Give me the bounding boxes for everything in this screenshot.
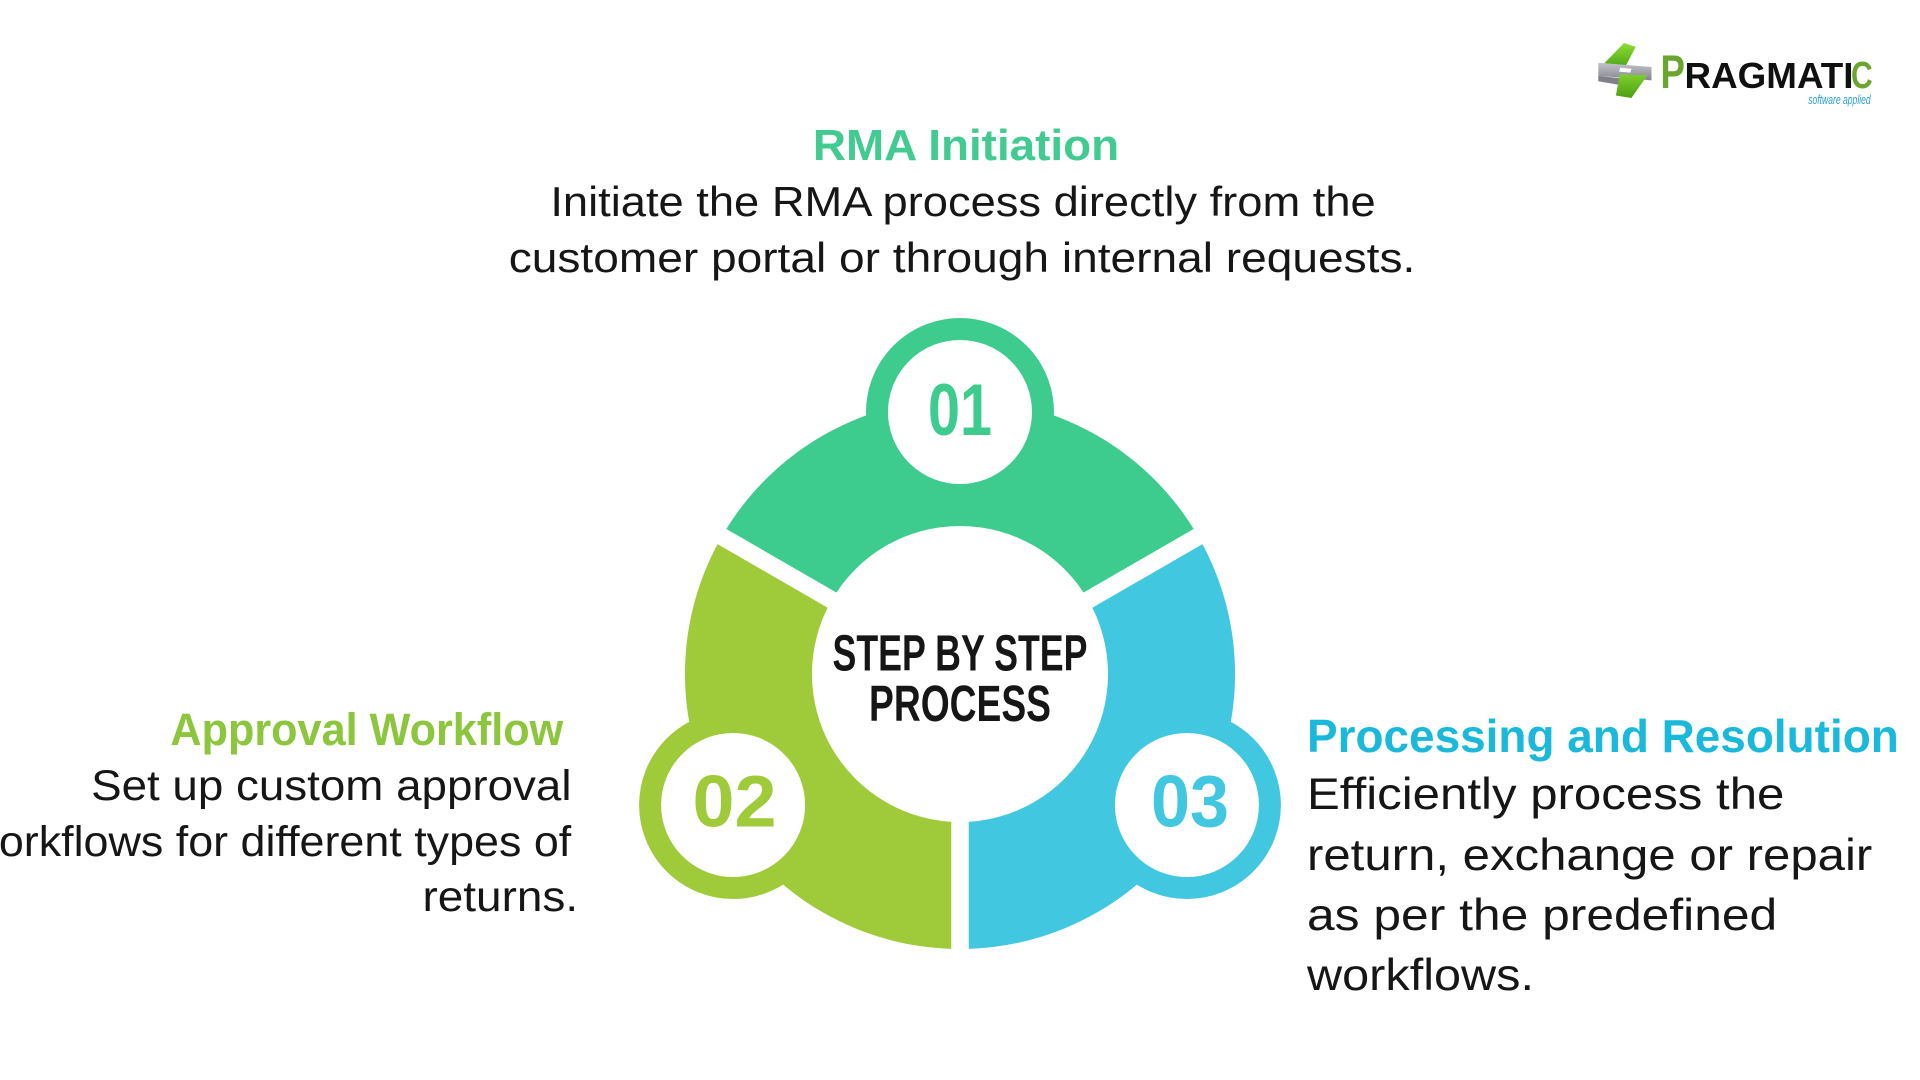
svg-text:P: P: [1661, 46, 1685, 98]
svg-text:STEP BY STEP: STEP BY STEP: [833, 625, 1088, 682]
svg-text:C: C: [1851, 55, 1873, 97]
svg-text:01: 01: [928, 370, 992, 451]
svg-text:02: 02: [693, 762, 777, 843]
svg-text:PROCESS: PROCESS: [869, 675, 1051, 732]
svg-text:RAGMATI: RAGMATI: [1685, 55, 1854, 96]
svg-text:03: 03: [1151, 762, 1229, 843]
